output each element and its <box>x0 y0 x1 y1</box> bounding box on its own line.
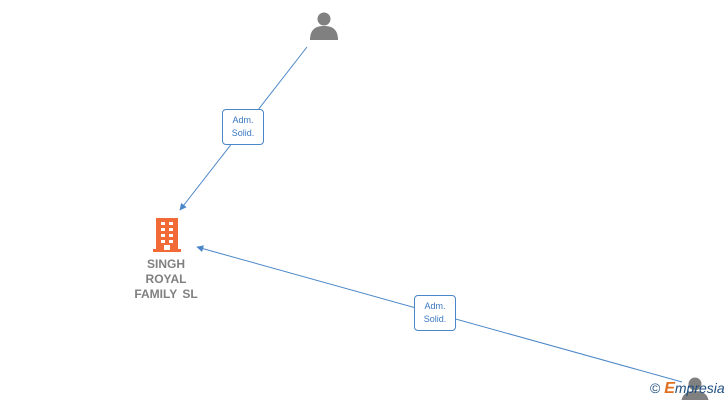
person-icon[interactable] <box>310 12 338 41</box>
edge-label-line: Adm. <box>424 301 446 311</box>
brand-initial: E <box>664 380 675 397</box>
edge-label-top: Adm. Solid. <box>222 109 264 145</box>
building-icon[interactable] <box>153 218 181 252</box>
company-name-line: ROYAL <box>145 272 187 286</box>
edge-label-bottom: Adm. Solid. <box>414 295 456 331</box>
person-icon[interactable] <box>681 377 709 400</box>
brand-name: mpresia <box>674 380 725 396</box>
company-name-line: FAMILY SL <box>134 287 198 301</box>
company-name-label[interactable]: SINGH ROYAL FAMILY SL <box>118 257 214 302</box>
copyright-symbol: © <box>650 380 661 396</box>
edge-label-line: Solid. <box>231 128 255 138</box>
company-name-line: SINGH <box>146 257 185 271</box>
edge-label-line: Adm. <box>232 115 254 125</box>
watermark: © Empresia <box>650 380 725 398</box>
edge-label-line: Solid. <box>423 314 447 324</box>
